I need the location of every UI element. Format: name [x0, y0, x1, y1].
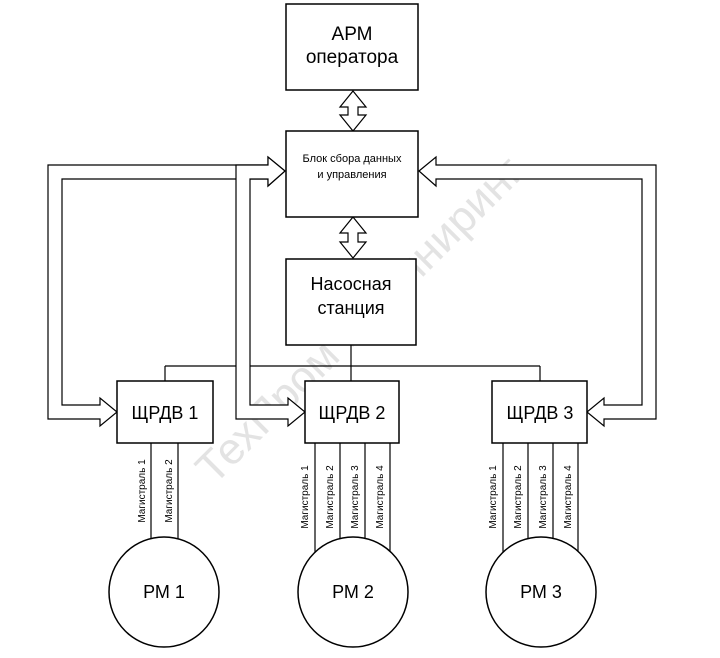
- arm-label: АРМ: [332, 24, 373, 45]
- arm-operator-box: АРМ оператора: [285, 3, 419, 91]
- pump-station-box: Насосная станция: [285, 258, 417, 346]
- mains-2: Магистраль 1 Магистраль 2 Магистраль 3 М…: [300, 443, 391, 556]
- shrdv-3-label: ЩРДВ 3: [507, 403, 574, 423]
- pm-3-label: РМ 3: [520, 582, 562, 602]
- main-2-3-label: Магистраль 3: [350, 465, 361, 529]
- shrdv-1-label: ЩРДВ 1: [132, 403, 199, 423]
- mains-1: Магистраль 1 Магистраль 2: [137, 443, 179, 541]
- pm-3-circle: РМ 3: [485, 536, 597, 648]
- pm-1-circle: РМ 1: [108, 536, 220, 648]
- shrdv-2-label: ЩРДВ 2: [319, 403, 386, 423]
- main-1-2-label: Магистраль 2: [164, 459, 175, 523]
- main-3-2-label: Магистраль 2: [513, 465, 524, 529]
- arm-block-double-arrow: [338, 90, 368, 132]
- main-1-1-label: Магистраль 1: [137, 459, 148, 523]
- pump-label: Насосная: [311, 274, 392, 294]
- mains-3: Магистраль 1 Магистраль 2 Магистраль 3 М…: [488, 443, 579, 556]
- shrdv-3-box: ЩРДВ 3: [491, 380, 588, 444]
- main-2-1-label: Магистраль 1: [300, 465, 311, 529]
- pm-2-label: РМ 2: [332, 582, 374, 602]
- block-label: Блок сбора данных: [303, 153, 402, 165]
- main-2-2-label: Магистраль 2: [325, 465, 336, 529]
- arm-sublabel: оператора: [306, 47, 399, 68]
- pm-2-circle: РМ 2: [297, 536, 409, 648]
- pump-sublabel: станция: [317, 298, 384, 318]
- main-2-4-label: Магистраль 4: [375, 465, 386, 529]
- block-sublabel: и управления: [317, 169, 386, 181]
- shrdv-2-box: ЩРДВ 2: [304, 380, 400, 444]
- data-control-block: Блок сбора данных и управления: [285, 130, 419, 218]
- main-3-3-label: Магистраль 3: [538, 465, 549, 529]
- main-3-1-label: Магистраль 1: [488, 465, 499, 529]
- power-bus: [164, 345, 541, 381]
- shrdv-1-box: ЩРДВ 1: [116, 380, 214, 444]
- block-pump-double-arrow: [338, 216, 368, 259]
- main-3-4-label: Магистраль 4: [563, 465, 574, 529]
- pm-1-label: РМ 1: [143, 582, 185, 602]
